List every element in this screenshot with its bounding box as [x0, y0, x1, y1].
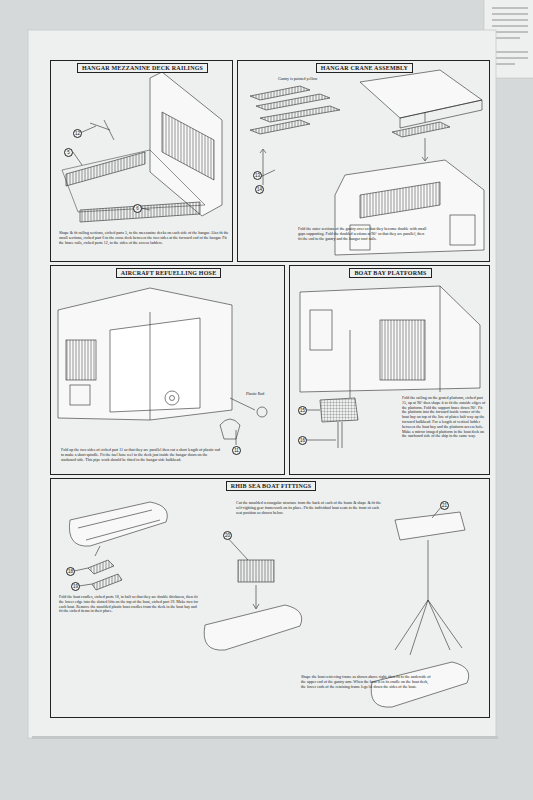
instruction-note: Fold up the two sides of etched part 11 …: [61, 448, 221, 462]
callout-number: 12: [73, 129, 82, 138]
callout-number: 6: [136, 206, 139, 211]
instruction-note: Gantry is painted yellow: [278, 77, 358, 82]
callout-number: 21: [440, 501, 449, 510]
callout-number: 6: [133, 204, 142, 213]
callout-number: 19: [73, 584, 78, 589]
callout-number: 18: [68, 569, 73, 574]
callout-number: 21: [442, 503, 447, 508]
instruction-note: Cut the moulded rectangular structure fr…: [236, 501, 386, 515]
callout-number: 20: [223, 531, 232, 540]
section-heading: BOAT BAY PLATFORMS: [349, 268, 431, 278]
instruction-note: Fold the boat cradles, etched parts 18, …: [59, 595, 199, 614]
callout-number: 16: [298, 436, 307, 445]
callout-number: 19: [71, 582, 80, 591]
instruction-panel: BOAT BAY PLATFORMS Fold the railing on th…: [289, 265, 490, 475]
instruction-panel: HANGAR CRANE ASSEMBLY Gantry is painted y…: [237, 60, 490, 262]
instruction-note: Shape & fit railing sections, etched par…: [59, 231, 229, 245]
instruction-panel: RHIB SEA BOAT FITTINGS Fold the boat crad…: [50, 478, 490, 718]
callout-number: 12: [75, 131, 80, 136]
callout-number: 13: [253, 171, 262, 180]
callout-number: 14: [255, 185, 264, 194]
section-heading: RHIB SEA BOAT FITTINGS: [226, 481, 317, 491]
instruction-panel: HANGAR MEZZANINE DECK RAILINGS Shape & fi…: [50, 60, 233, 262]
callout-number: 14: [257, 187, 262, 192]
callout-number: 11: [232, 446, 241, 455]
callout-number: 18: [66, 567, 75, 576]
instruction-panel: AIRCRAFT REFUELLING HOSE Fold up the two …: [50, 265, 285, 475]
instruction-note: Fold the railing on the grated platform,…: [402, 396, 486, 439]
section-heading: HANGAR MEZZANINE DECK RAILINGS: [77, 63, 208, 73]
instruction-note: Fold the outer sections of the gantry ov…: [298, 227, 428, 241]
section-heading: HANGAR CRANE ASSEMBLY: [316, 63, 413, 73]
callout-number: 13: [255, 173, 260, 178]
callout-number: 20: [225, 533, 230, 538]
instruction-note: Shape the boat retrieving frame as shown…: [301, 675, 431, 689]
callout-number: 16: [300, 438, 305, 443]
callout-number: 5: [64, 148, 73, 157]
callout-number: 5: [67, 150, 70, 155]
callout-number: 15: [298, 406, 307, 415]
section-heading: AIRCRAFT REFUELLING HOSE: [116, 268, 222, 278]
instruction-note: Plastic Rod: [246, 392, 282, 397]
callout-number: 11: [234, 448, 239, 453]
callout-number: 15: [300, 408, 305, 413]
